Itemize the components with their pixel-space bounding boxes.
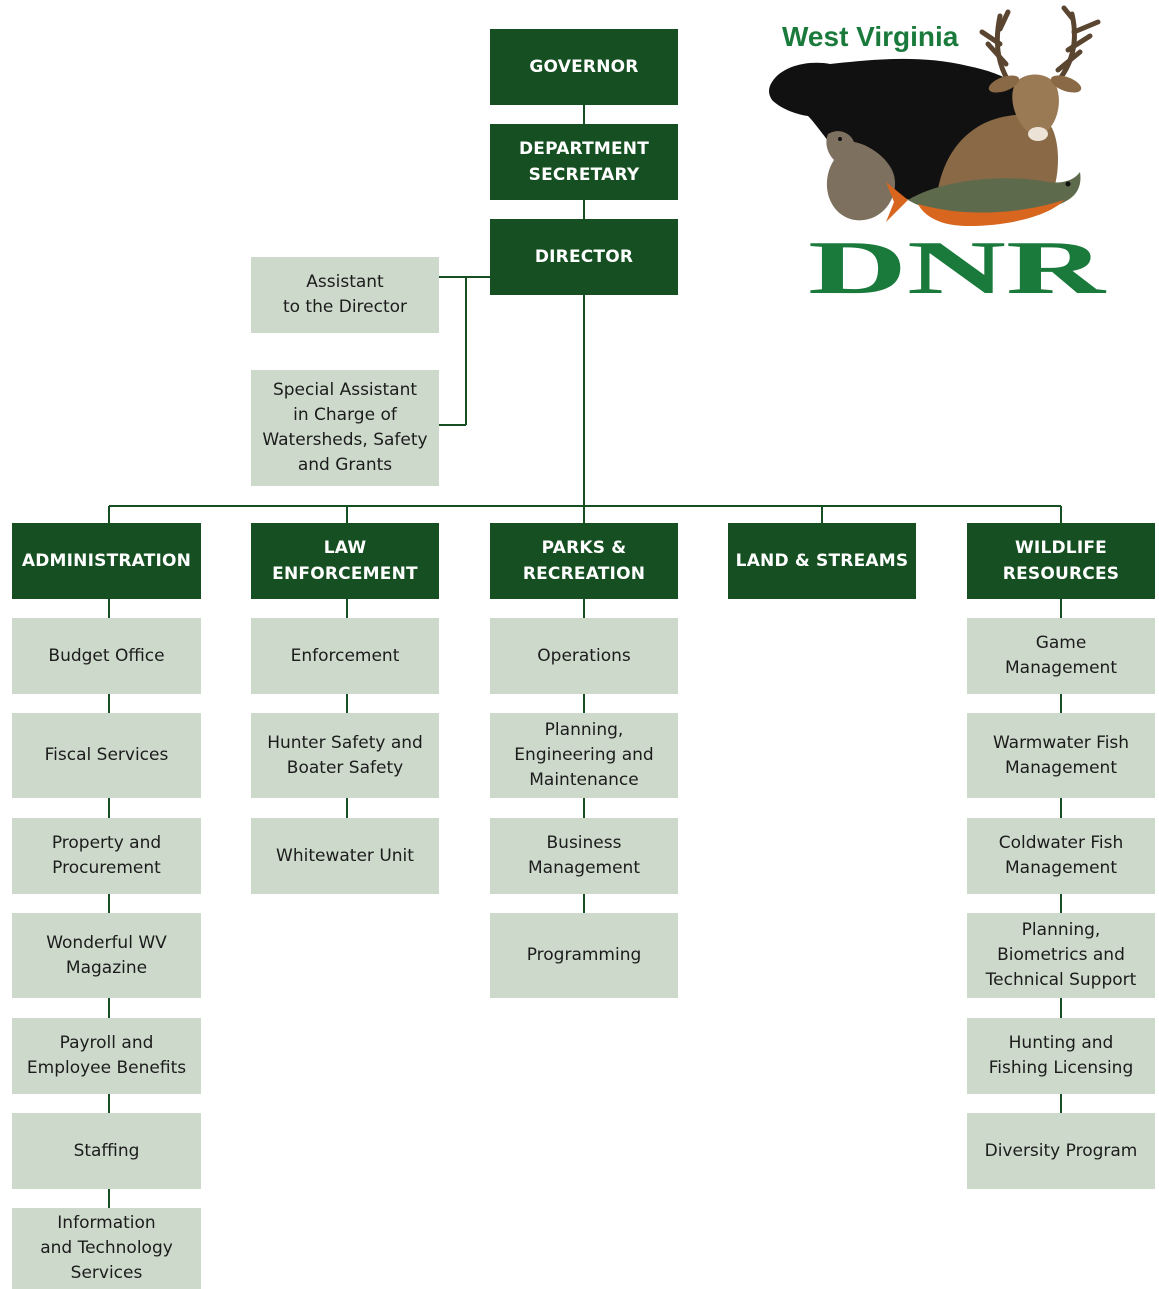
director-box: DIRECTOR	[490, 219, 678, 295]
unit-enforcement: Enforcement	[251, 618, 439, 694]
division-wildlife-resources: WILDLIFE RESOURCES	[967, 523, 1155, 599]
assistant-to-director-box: Assistant to the Director	[251, 257, 439, 333]
wv-dnr-logo: West Virginia DNR	[769, 5, 1107, 298]
department-secretary-box: DEPARTMENT SECRETARY	[490, 124, 678, 200]
trout-silhouette	[908, 172, 1081, 217]
unit-planning-engineering: Planning, Engineering and Maintenance	[490, 713, 678, 798]
logo-agency-text: DNR	[808, 226, 1107, 298]
unit-hunter-boater-safety: Hunter Safety and Boater Safety	[251, 713, 439, 798]
unit-diversity-program: Diversity Program	[967, 1113, 1155, 1189]
unit-payroll-benefits: Payroll and Employee Benefits	[12, 1018, 201, 1094]
special-assistant-box: Special Assistant in Charge of Watershed…	[251, 370, 439, 486]
unit-planning-biometrics: Planning, Biometrics and Technical Suppo…	[967, 913, 1155, 998]
unit-game-management: Game Management	[967, 618, 1155, 694]
unit-whitewater: Whitewater Unit	[251, 818, 439, 894]
unit-information-technology: Information and Technology Services	[12, 1208, 201, 1289]
unit-warmwater-fish: Warmwater Fish Management	[967, 713, 1155, 798]
governor-box: GOVERNOR	[490, 29, 678, 105]
unit-operations: Operations	[490, 618, 678, 694]
unit-wonderful-wv-magazine: Wonderful WV Magazine	[12, 913, 201, 998]
unit-property-procurement: Property and Procurement	[12, 818, 201, 894]
unit-fiscal-services: Fiscal Services	[12, 713, 201, 798]
deer-head	[1012, 74, 1059, 134]
division-land-streams: LAND & STREAMS	[728, 523, 916, 599]
division-law-enforcement: LAW ENFORCEMENT	[251, 523, 439, 599]
unit-coldwater-fish: Coldwater Fish Management	[967, 818, 1155, 894]
division-parks-recreation: PARKS & RECREATION	[490, 523, 678, 599]
unit-business-management: Business Management	[490, 818, 678, 894]
unit-programming: Programming	[490, 913, 678, 998]
logo-state-text: West Virginia	[782, 21, 959, 52]
grouse-silhouette	[826, 131, 896, 221]
unit-budget-office: Budget Office	[12, 618, 201, 694]
unit-hunting-fishing-licensing: Hunting and Fishing Licensing	[967, 1018, 1155, 1094]
division-administration: ADMINISTRATION	[12, 523, 201, 599]
unit-staffing: Staffing	[12, 1113, 201, 1189]
